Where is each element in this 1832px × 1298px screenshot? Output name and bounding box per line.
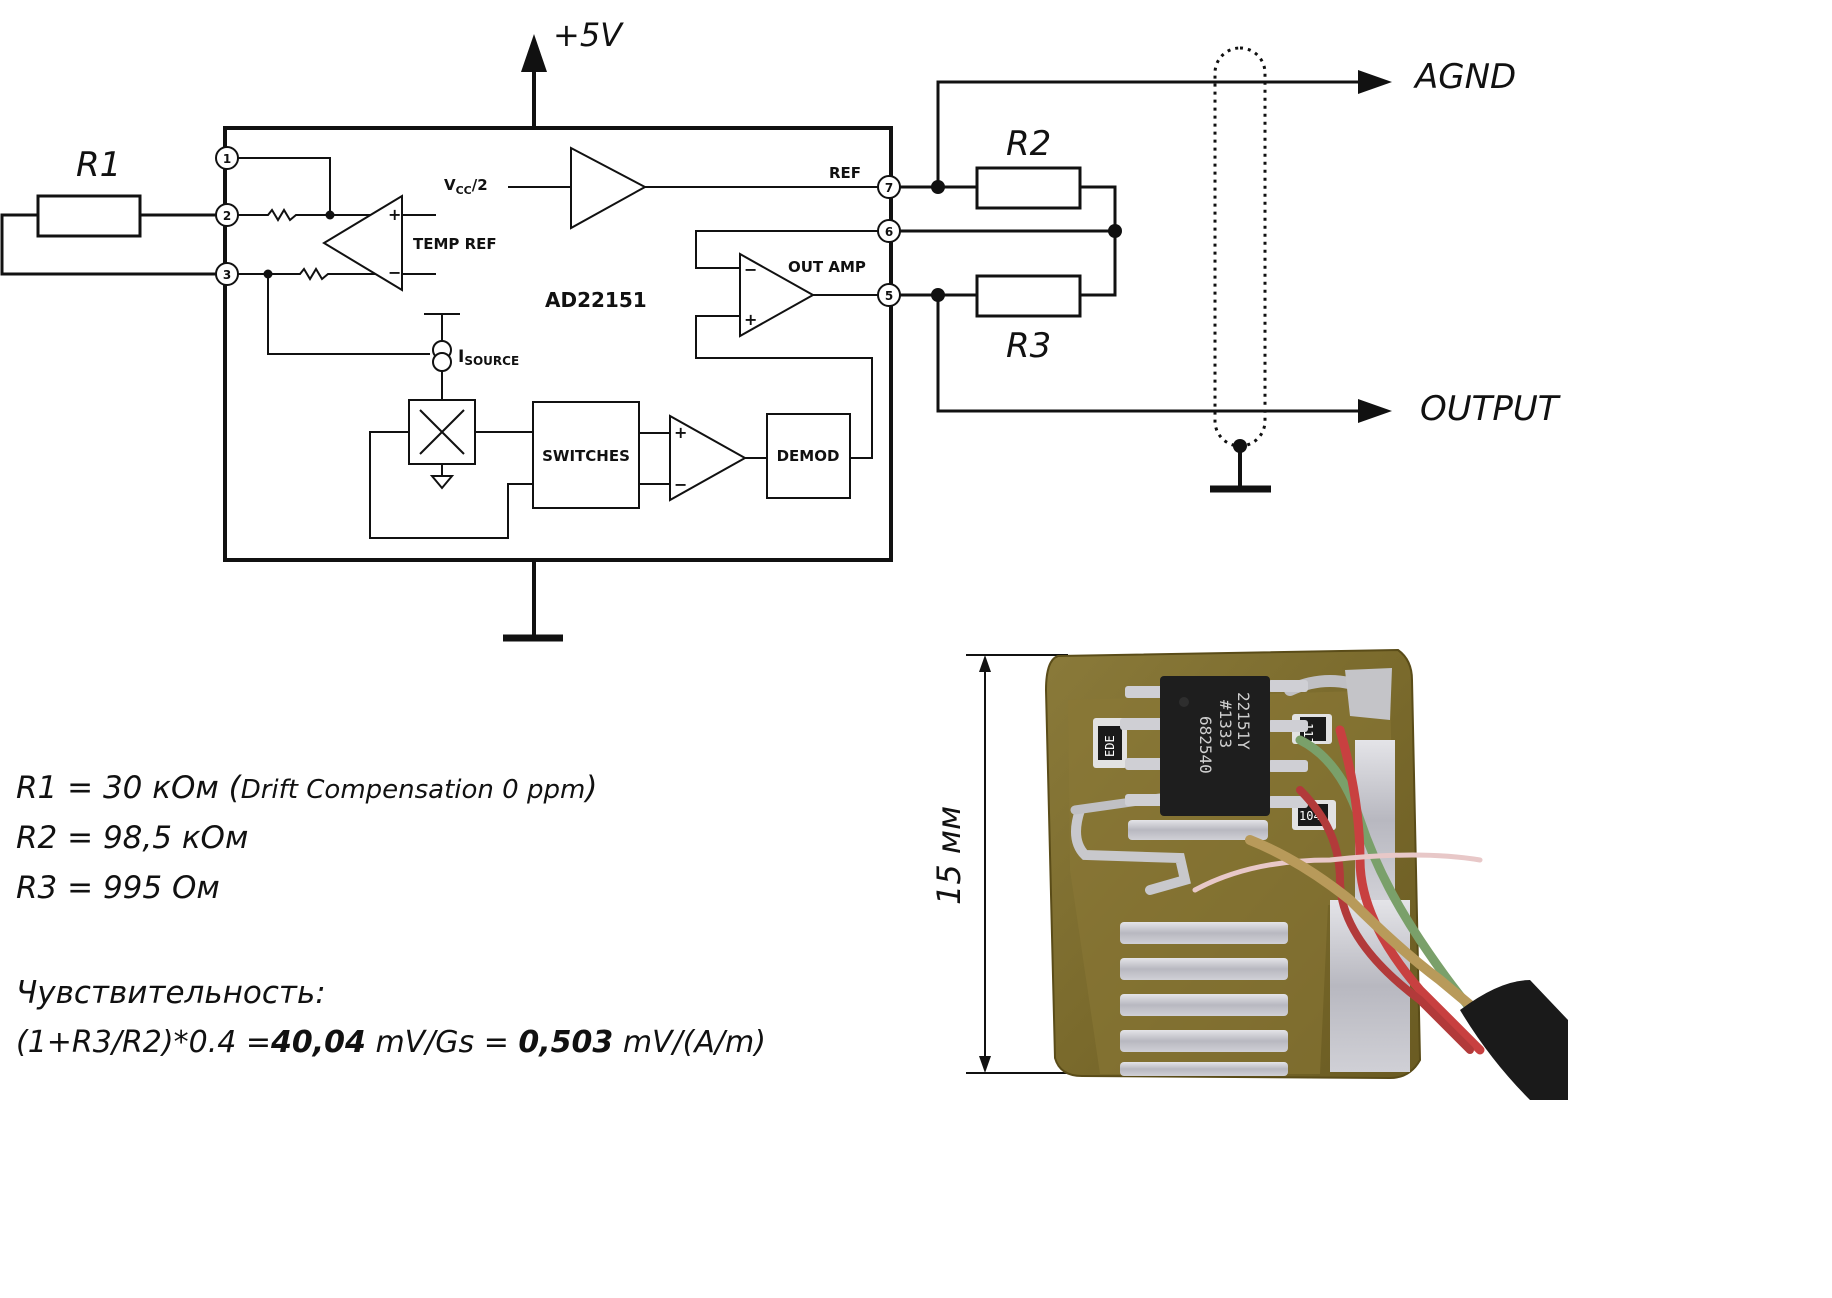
dimension-label: 15 мм <box>930 806 968 905</box>
hall-sensor-icon <box>408 399 476 490</box>
vcc-half-label: VCC/2 <box>444 176 488 197</box>
sensitivity-gs: 40,04 <box>271 1025 366 1060</box>
pin-5-label: 5 <box>885 289 893 303</box>
output-arrow-icon <box>1358 399 1392 423</box>
pin3-wire <box>238 267 436 281</box>
r1-value: R1 = 30 кОм ( <box>16 770 241 806</box>
note-r3: R3 = 995 Ом <box>16 870 220 906</box>
isource-label: ISOURCE <box>458 347 519 368</box>
unit-am: mV/(A/m) <box>613 1025 766 1060</box>
svg-text:−: − <box>744 260 757 279</box>
demod-block <box>766 413 851 499</box>
out-amp-amplifier: − + <box>739 252 816 338</box>
resistor-r2 <box>975 166 1082 210</box>
junction-dot <box>1108 224 1122 238</box>
external-wiring <box>900 80 1380 413</box>
supply-label: +5V <box>553 16 624 54</box>
pin-7-label: 7 <box>885 181 893 195</box>
r3-label: R3 <box>1006 326 1051 366</box>
r1-close: ) <box>585 770 598 806</box>
svg-text:+: + <box>674 423 687 442</box>
junction-dot <box>931 180 945 194</box>
svg-text:+: + <box>744 310 757 329</box>
ic-marking-2: #1333 <box>1216 700 1235 748</box>
svg-text:+: + <box>388 205 401 224</box>
pin-2-label: 2 <box>223 209 231 223</box>
cable-shield <box>1213 46 1267 448</box>
outamp-feedback-wire <box>695 230 878 269</box>
switches-label: SWITCHES <box>542 447 630 465</box>
agnd-arrow-icon <box>1358 70 1392 94</box>
right-pins: 7 6 5 <box>877 175 901 307</box>
note-r1: R1 = 30 кОм (Drift Compensation 0 ppm) <box>16 770 597 806</box>
r1-label: R1 <box>76 145 121 185</box>
chip-name: AD22151 <box>545 288 647 312</box>
supply-arrow-icon <box>521 34 547 72</box>
demod-out-wire <box>695 315 873 459</box>
temp-ref-amplifier: + − <box>322 194 403 292</box>
ic-marking-3: 682540 <box>1196 716 1215 774</box>
r1-drift: Drift Compensation 0 ppm <box>240 775 586 805</box>
formula-prefix: (1+R3/R2)*0.4 = <box>16 1025 271 1060</box>
ref-label: REF <box>829 164 861 182</box>
pin-6-label: 6 <box>885 225 893 239</box>
diagram-page: +5V 1 2 3 R1 + − TEMP REF IS <box>0 16 1568 1100</box>
temp-ref-label: TEMP REF <box>413 235 497 253</box>
junction-dot <box>931 288 945 302</box>
current-source-icon <box>424 313 460 400</box>
resistor-r1 <box>0 194 216 276</box>
pcb-photo: 15 мм EDE 11Z 104 <box>930 648 1568 1100</box>
ref-buffer-amplifier <box>570 146 648 230</box>
sensitivity-formula: (1+R3/R2)*0.4 =40,04 mV/Gs = 0,503 mV/(A… <box>16 1025 766 1060</box>
demod-label: DEMOD <box>777 447 840 465</box>
pin2-wire <box>238 208 436 222</box>
chip-body <box>223 126 893 562</box>
switches-block <box>532 401 640 509</box>
isource-wire <box>267 274 430 355</box>
svg-text:−: − <box>388 263 401 282</box>
resistor-r3 <box>975 274 1082 318</box>
left-pins: 1 2 3 <box>215 146 239 286</box>
agnd-label: AGND <box>1413 57 1516 97</box>
circuit-schematic: +5V 1 2 3 R1 + − TEMP REF IS <box>0 16 1568 1100</box>
hall-loop-wire <box>369 431 533 539</box>
out-amp-label: OUT AMP <box>788 258 866 276</box>
output-label: OUTPUT <box>1420 389 1561 429</box>
r2-label: R2 <box>1006 124 1051 164</box>
sensitivity-label: Чувствительность: <box>16 975 326 1011</box>
pin1-wire <box>238 157 331 215</box>
unit-gs: mV/Gs = <box>365 1025 519 1060</box>
pin-3-label: 3 <box>223 268 231 282</box>
note-r2: R2 = 98,5 кОм <box>16 820 249 856</box>
pin-1-label: 1 <box>223 152 231 166</box>
preamp-amplifier: + − <box>669 414 748 502</box>
ic-package <box>1160 676 1270 816</box>
resistor-code-1: EDE <box>1103 735 1117 757</box>
svg-text:−: − <box>674 475 687 494</box>
sensitivity-am: 0,503 <box>518 1025 614 1060</box>
ic-marking-1: 22151Y <box>1234 692 1253 750</box>
